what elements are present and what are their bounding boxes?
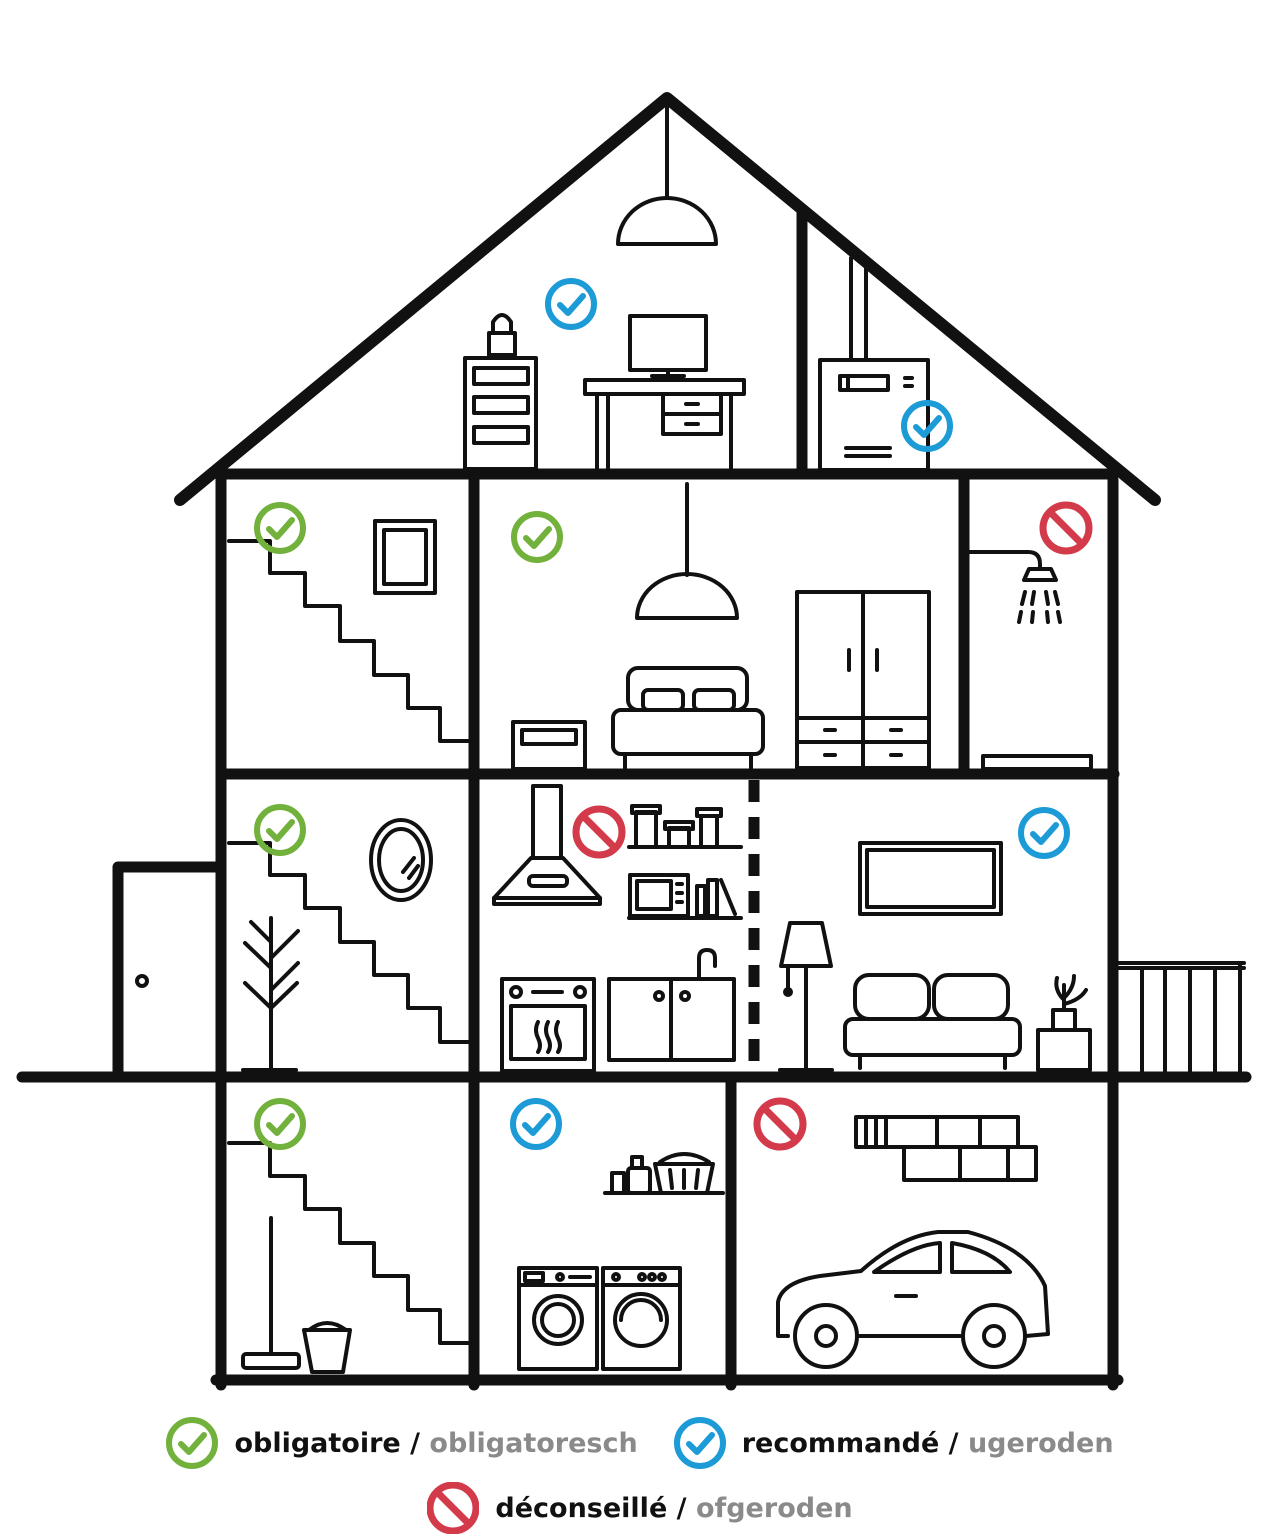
- green-check-icon: [257, 807, 303, 853]
- green-check-icon: [514, 514, 560, 560]
- upper-stairs: [227, 519, 470, 743]
- attic-office-furniture: [463, 103, 746, 471]
- laundry-appliances: [517, 1152, 725, 1371]
- green-check-icon: [257, 1101, 303, 1147]
- legend-label-lb: ugeroden: [967, 1427, 1114, 1459]
- legend: obligatoire / obligatoresch recommandé /…: [0, 1415, 1280, 1471]
- green-check-icon: [257, 505, 303, 551]
- garage-contents: [776, 1115, 1050, 1369]
- legend-separator: /: [948, 1427, 959, 1459]
- blue-check-icon: [1021, 810, 1067, 856]
- basement-stairs: [227, 1141, 470, 1374]
- legend-label-lb: obligatoresch: [429, 1427, 638, 1459]
- legend-label-fr: déconseillé: [495, 1492, 668, 1524]
- legend-item-mandatory: obligatoire / obligatoresch: [166, 1417, 638, 1469]
- red-prohibited-icon: [1043, 505, 1089, 551]
- boiler-unit: [818, 256, 930, 472]
- legend-separator: /: [410, 1427, 420, 1459]
- house-structure: [16, 92, 1252, 1391]
- legend-item-discouraged: déconseillé / ofgeroden: [427, 1482, 853, 1534]
- legend-label-fr: recommandé: [741, 1427, 940, 1459]
- red-prohibited-icon: [576, 809, 622, 855]
- ground-stairs: [227, 818, 470, 1072]
- red-prohibited-icon: [757, 1101, 803, 1147]
- legend-item-recommended: recommandé / ugeroden: [674, 1417, 1114, 1469]
- legend-separator: /: [676, 1492, 687, 1524]
- blue-check-icon: [674, 1417, 726, 1469]
- blue-check-icon: [513, 1101, 559, 1147]
- legend-label-fr: obligatoire: [234, 1427, 401, 1459]
- living-room-furniture: [778, 841, 1092, 1072]
- bedroom-furniture: [511, 482, 931, 771]
- kitchen-appliances: [492, 784, 743, 1073]
- legend-row-2: déconseillé / ofgeroden: [0, 1480, 1280, 1536]
- green-check-icon: [166, 1417, 218, 1469]
- legend-label-lb: ofgeroden: [695, 1492, 853, 1524]
- red-prohibited-icon: [427, 1482, 479, 1534]
- bathroom-shower: [968, 550, 1093, 771]
- blue-check-icon: [548, 281, 594, 327]
